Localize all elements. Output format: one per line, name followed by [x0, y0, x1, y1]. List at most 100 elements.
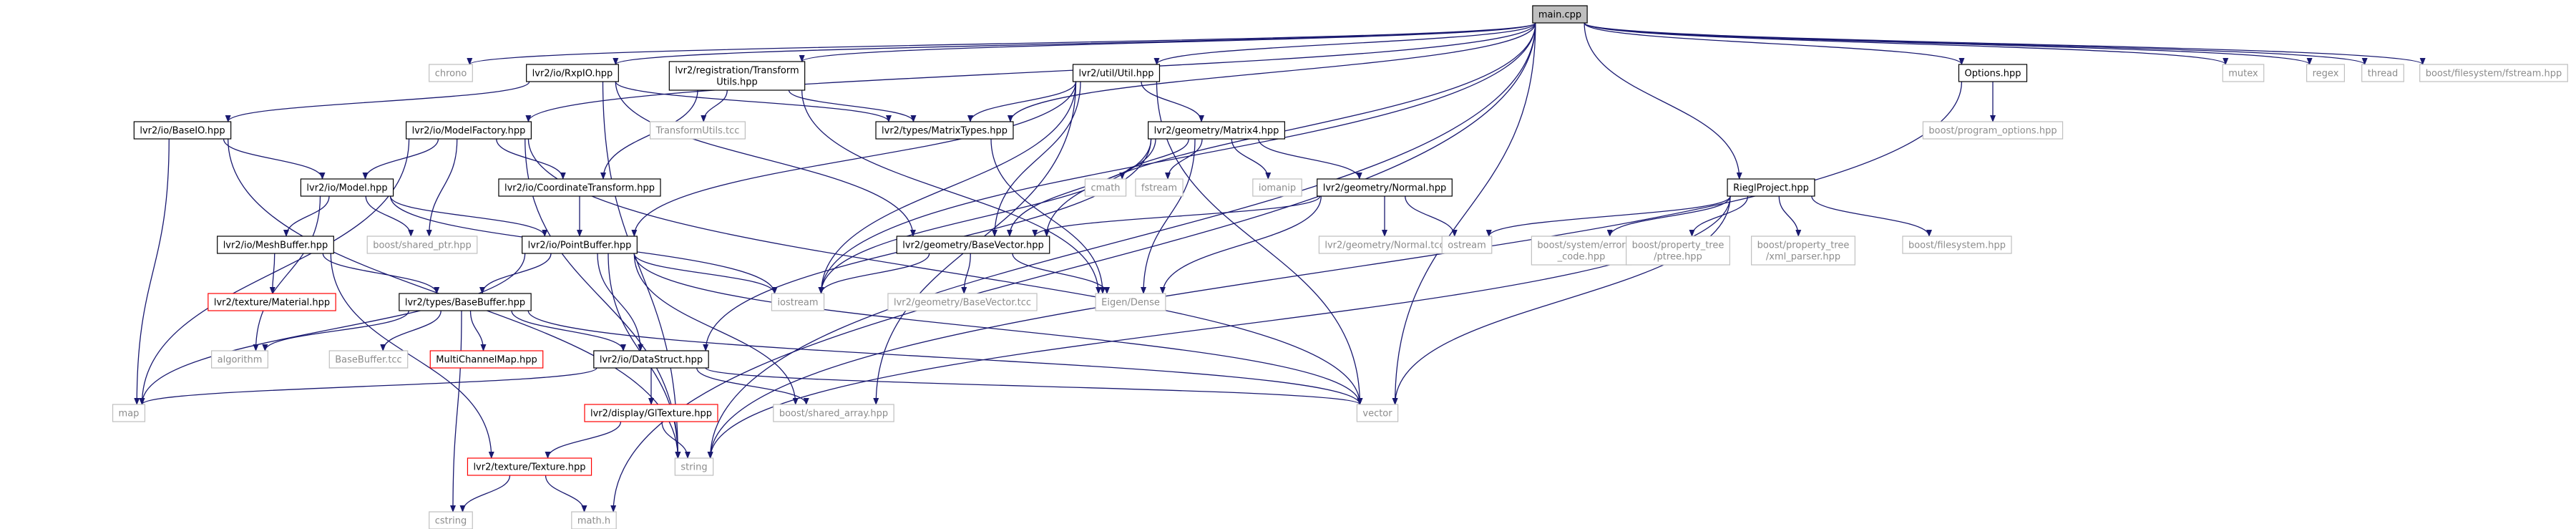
edge-pointbuffer-to-map	[139, 253, 526, 405]
edge-main-to-fsfstream	[1584, 22, 2426, 65]
node-box	[1727, 178, 1815, 197]
edge-main-to-options	[1584, 22, 1965, 65]
node-box	[399, 293, 532, 311]
node-model: lvr2/io/Model.hpp	[300, 178, 394, 197]
node-box	[1252, 178, 1302, 197]
node-matrixtypes: lvr2/types/MatrixTypes.hpp	[875, 121, 1014, 140]
edge-matrix4-to-eigendense	[1141, 138, 1196, 294]
node-label: Options.hpp	[1964, 69, 2021, 79]
node-gltexture: lvr2/display/GlTexture.hpp	[584, 404, 718, 422]
node-box	[896, 236, 1050, 254]
node-cmath: cmath	[1084, 178, 1127, 197]
node-box	[1317, 178, 1453, 197]
edge-matrix4-to-iomanip	[1231, 138, 1272, 180]
edge-basebuffer-to-cstring	[450, 310, 462, 513]
node-label: regex	[2313, 69, 2339, 79]
node-label: lvr2/geometry/BaseVector.tcc	[894, 298, 1031, 309]
edge-riegl-to-filesystem	[1811, 195, 1932, 237]
edge-matrix4-to-iostream	[818, 138, 1152, 294]
node-basebuffer: lvr2/types/BaseBuffer.hpp	[399, 293, 532, 311]
edge-utilutil-to-basevector	[992, 81, 1081, 237]
edge-utilutil-to-vector	[1156, 81, 1363, 405]
node-label: algorithm	[218, 355, 263, 366]
edge-matrix4-to-cmath	[1119, 138, 1189, 180]
edge-main-to-regtrans	[799, 22, 1536, 62]
edge-model-to-sharedptr	[365, 195, 414, 237]
node-label: lvr2/display/GlTexture.hpp	[590, 409, 712, 419]
edge-rxpio-to-baseio	[225, 81, 530, 122]
node-box	[571, 511, 617, 529]
node-label: vector	[1362, 409, 1392, 419]
node-riegl: RieglProject.hpp	[1727, 178, 1815, 197]
node-multichannel: MultiChannelMap.hpp	[429, 350, 544, 369]
node-box	[650, 121, 746, 140]
node-box	[584, 404, 718, 422]
edge-riegl-to-ptree	[1689, 195, 1749, 237]
node-box	[2419, 64, 2568, 82]
node-label: chrono	[435, 69, 467, 79]
edge-rxpio-to-matrixtypes	[615, 81, 892, 122]
edge-riegl-to-ostream	[1485, 195, 1731, 237]
edge-matrix4-to-fstream	[1165, 138, 1203, 180]
node-label: BaseBuffer.tcc	[335, 355, 401, 366]
node-box	[593, 350, 709, 369]
node-fsfstream: boost/filesystem/fstream.hpp	[2419, 64, 2568, 82]
edge-riegl-to-syserror	[1606, 195, 1731, 237]
node-progopts: boost/program_options.hpp	[1922, 121, 2064, 140]
node-label: iostream	[777, 298, 818, 309]
edge-rxpio-to-string	[602, 81, 681, 459]
node-datastruct: lvr2/io/DataStruct.hpp	[593, 350, 709, 369]
edge-utilutil-to-matrix4	[1141, 81, 1204, 122]
edge-normal-to-eigendense	[1159, 195, 1322, 294]
node-label: lvr2/io/CoordinateTransform.hpp	[504, 183, 655, 194]
node-algorithm: algorithm	[211, 350, 268, 369]
node-meshbuffer: lvr2/io/MeshBuffer.hpp	[217, 236, 334, 254]
node-label: lvr2/io/PointBuffer.hpp	[528, 241, 632, 251]
node-box	[1084, 178, 1127, 197]
node-box	[1095, 293, 1166, 311]
node-label: lvr2/util/Util.hpp	[1079, 69, 1154, 79]
edge-gltexture-to-texture	[545, 421, 622, 459]
node-box	[1356, 404, 1399, 422]
node-label: MultiChannelMap.hpp	[436, 355, 537, 366]
node-coordtrans: lvr2/io/CoordinateTransform.hpp	[498, 178, 661, 197]
node-box	[1531, 236, 1632, 266]
node-box	[1072, 64, 1161, 82]
edge-utilutil-to-pointbuffer	[631, 81, 1077, 237]
edge-normal-to-ostream	[1405, 195, 1458, 237]
node-box	[217, 236, 334, 254]
node-label: boost/filesystem.hpp	[1908, 241, 2006, 251]
node-sharedptr: boost/shared_ptr.hpp	[366, 236, 478, 254]
edge-model-to-meshbuffer	[283, 195, 330, 237]
node-options: Options.hpp	[1958, 64, 2028, 82]
node-iostream: iostream	[771, 293, 825, 311]
edge-riegl-to-vector	[1392, 195, 1731, 405]
node-label: lvr2/geometry/Normal.hpp	[1323, 183, 1447, 194]
node-mutex: mutex	[2222, 64, 2265, 82]
node-label: iomanip	[1259, 183, 1296, 194]
node-box	[1135, 178, 1184, 197]
edge-basebuffer-to-basebuffertcc	[380, 310, 441, 351]
node-pointbuffer: lvr2/io/PointBuffer.hpp	[522, 236, 638, 254]
edge-pointbuffer-to-basebuffer	[479, 253, 552, 294]
node-filesystem: boost/filesystem.hpp	[1902, 236, 2012, 254]
edge-pointbuffer-to-iostream	[633, 253, 778, 294]
node-label: lvr2/geometry/BaseVector.hpp	[902, 241, 1043, 251]
node-label: lvr2/texture/Material.hpp	[214, 298, 330, 309]
edge-model-to-pointbuffer	[389, 195, 548, 237]
edge-basevector-to-iostream	[818, 253, 930, 294]
node-xmlparser: boost/property_tree/xml_parser.hpp	[1751, 236, 1855, 266]
edge-modelfactory-to-coordtrans	[496, 138, 566, 180]
node-thread: thread	[2361, 64, 2404, 82]
node-box	[208, 293, 336, 311]
edge-main-to-rxpio	[613, 22, 1536, 65]
node-box	[2361, 64, 2404, 82]
node-box	[328, 350, 409, 369]
node-cstring: cstring	[429, 511, 473, 529]
node-texture: lvr2/texture/Texture.hpp	[467, 457, 592, 476]
node-ostream: ostream	[1441, 236, 1493, 254]
node-label: lvr2/io/MeshBuffer.hpp	[223, 241, 328, 251]
